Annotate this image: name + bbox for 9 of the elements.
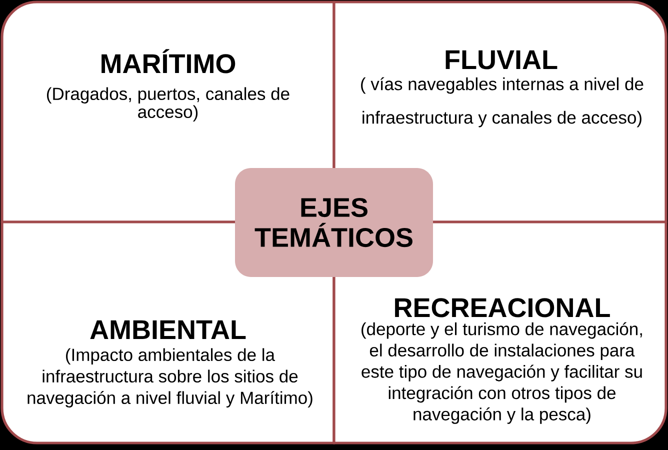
- topic-box: EJES TEMÁTICOS: [235, 168, 433, 277]
- panel-description: (Impacto ambientales de la infraestructura sobre los sitios de navegación a nivel fluvial y Marítimo): [28, 348, 312, 408]
- panel-description: (deporte y el turismo de navegación, el desarrollo de instalaciones para este tipo de navegación y facilitar su integración con otros tipos de navegación y la pesca): [362, 322, 642, 424]
- panel-description: (Dragados, puertos, canales de acceso): [47, 87, 290, 122]
- panel-heading: MARÍTIMO: [102, 49, 236, 74]
- panel-description: ( vías navegables internas a nivel de infraestructura y canales de acceso): [361, 77, 644, 128]
- panel-heading: RECREACIONAL: [395, 298, 610, 318]
- panel-heading: AMBIENTAL: [90, 320, 246, 339]
- panel-heading: FLUVIAL: [446, 50, 558, 70]
